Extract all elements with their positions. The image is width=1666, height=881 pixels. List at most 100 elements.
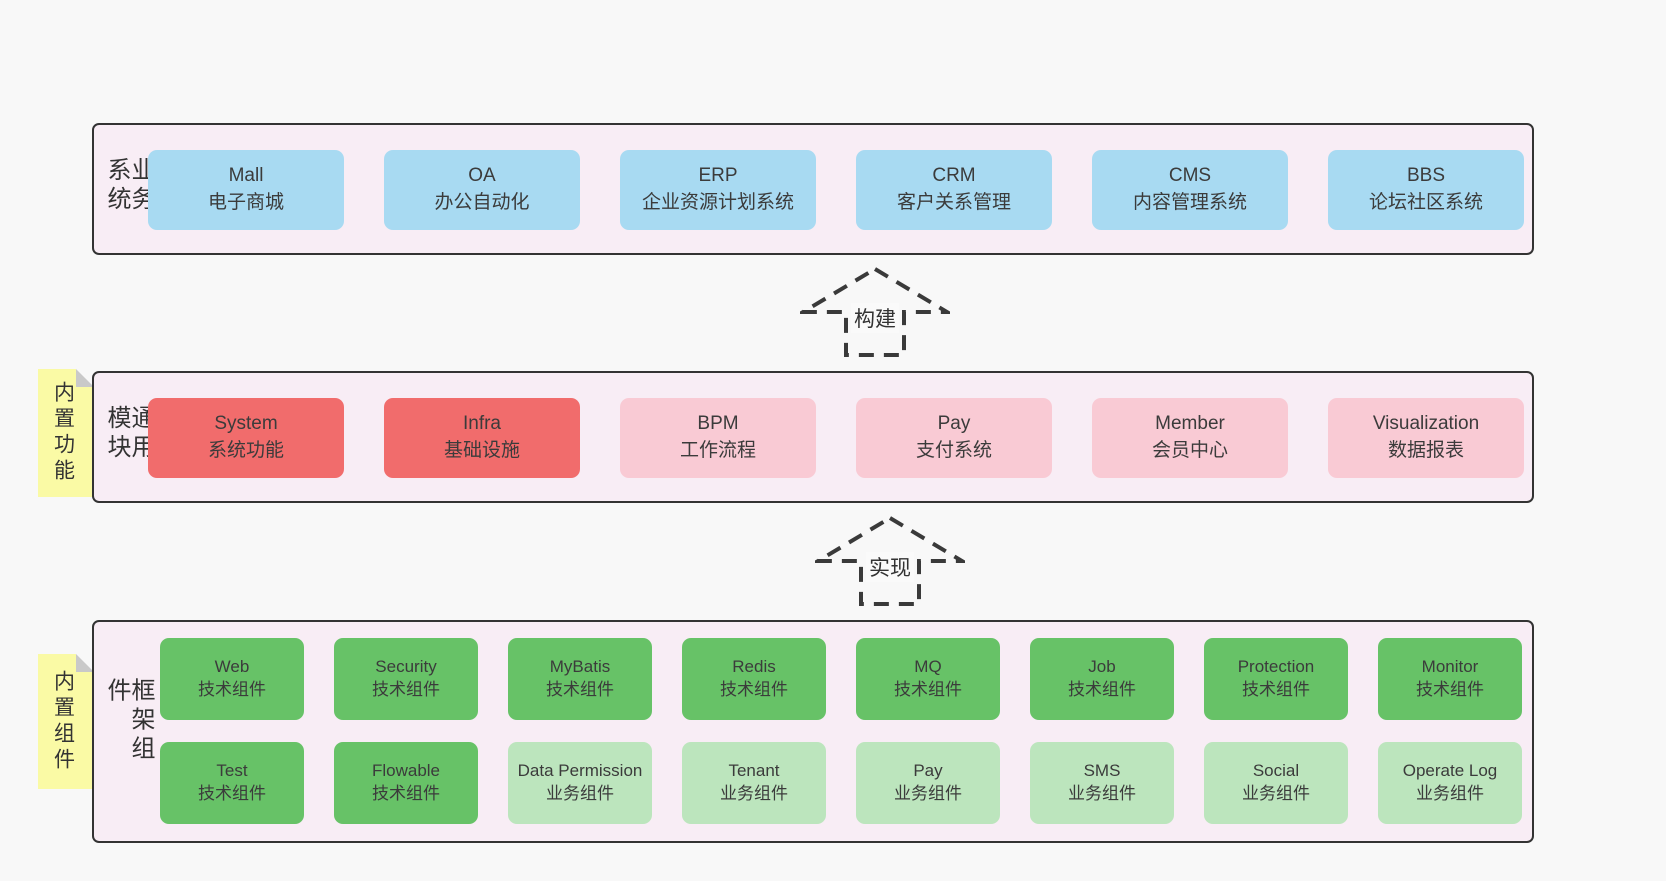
box-mq: MQ 技术组件 (856, 638, 1000, 720)
box-sms: SMS 业务组件 (1030, 742, 1174, 824)
box-subtitle: 技术组件 (198, 680, 266, 699)
box-title: Pay (937, 413, 971, 435)
box-subtitle: 技术组件 (1416, 680, 1484, 699)
box-system: System 系统功能 (148, 398, 344, 478)
box-subtitle: 业务组件 (720, 784, 788, 803)
arrow-label: 实现 (866, 552, 914, 583)
box-infra: Infra 基础设施 (384, 398, 580, 478)
box-subtitle: 业务组件 (1068, 784, 1136, 803)
box-visualization: Visualization 数据报表 (1328, 398, 1524, 478)
box-title: MQ (914, 657, 942, 677)
box-tenant: Tenant 业务组件 (682, 742, 826, 824)
box-redis: Redis 技术组件 (682, 638, 826, 720)
box-subtitle: 业务组件 (894, 784, 962, 803)
note-text: 内置功能 (51, 381, 75, 485)
box-title: Job (1088, 657, 1116, 677)
note-fold-icon (76, 654, 94, 672)
box-title: Infra (462, 413, 502, 435)
box-subtitle: 业务组件 (1242, 784, 1310, 803)
box-web: Web 技术组件 (160, 638, 304, 720)
sticky-note-builtin-components: 内置组件 (38, 654, 94, 789)
box-title: Tenant (728, 761, 780, 781)
box-subtitle: 企业资源计划系统 (641, 192, 794, 213)
box-mybatis: MyBatis 技术组件 (508, 638, 652, 720)
box-title: Data Permission (517, 761, 643, 781)
box-title: Operate Log (1402, 761, 1498, 781)
box-title: Member (1155, 413, 1225, 435)
box-security: Security 技术组件 (334, 638, 478, 720)
section-label: 通用模块 (103, 405, 154, 463)
box-subtitle: 技术组件 (1068, 680, 1136, 699)
box-title: CRM (932, 165, 976, 187)
box-subtitle: 系统功能 (207, 440, 284, 461)
box-title: OA (468, 165, 496, 187)
box-data-permission: Data Permission 业务组件 (508, 742, 652, 824)
box-test: Test 技术组件 (160, 742, 304, 824)
box-title: BPM (697, 413, 739, 435)
box-title: Social (1252, 761, 1300, 781)
box-social: Social 业务组件 (1204, 742, 1348, 824)
box-title: CMS (1168, 165, 1212, 187)
box-bbs: BBS 论坛社区系统 (1328, 150, 1524, 230)
box-subtitle: 数据报表 (1387, 440, 1464, 461)
dashed-up-arrow-icon (815, 515, 965, 606)
box-title: Redis (732, 657, 776, 677)
dashed-up-arrow-icon (800, 266, 950, 357)
box-subtitle: 办公自动化 (434, 192, 530, 213)
arrow-label: 构建 (851, 303, 899, 334)
box-title: ERP (698, 165, 738, 187)
box-subtitle: 技术组件 (198, 784, 266, 803)
box-erp: ERP 企业资源计划系统 (620, 150, 816, 230)
box-bpm: BPM 工作流程 (620, 398, 816, 478)
box-protection: Protection 技术组件 (1204, 638, 1348, 720)
box-subtitle: 技术组件 (372, 680, 440, 699)
box-title: SMS (1083, 761, 1121, 781)
box-pay: Pay 支付系统 (856, 398, 1052, 478)
box-subtitle: 支付系统 (915, 440, 992, 461)
arrow-up-implement: 实现 (815, 513, 965, 608)
box-subtitle: 会员中心 (1151, 440, 1228, 461)
box-subtitle: 技术组件 (546, 680, 614, 699)
box-mall: Mall 电子商城 (148, 150, 344, 230)
box-title: Web (214, 657, 250, 677)
box-title: BBS (1406, 165, 1446, 187)
box-subtitle: 工作流程 (679, 440, 756, 461)
box-title: Flowable (371, 761, 441, 781)
box-operate-log: Operate Log 业务组件 (1378, 742, 1522, 824)
box-monitor: Monitor 技术组件 (1378, 638, 1522, 720)
box-title: Protection (1237, 657, 1315, 677)
box-subtitle: 论坛社区系统 (1368, 192, 1483, 213)
box-title: Test (216, 761, 248, 781)
section-label: 业务系统 (103, 157, 154, 215)
box-subtitle: 技术组件 (372, 784, 440, 803)
section-business-systems: 业务系统 Mall 电子商城 OA 办公自动化 ERP 企业资源计划系统 CRM… (92, 123, 1534, 255)
note-fold-icon (76, 369, 94, 387)
box-title: Security (375, 657, 437, 677)
box-title: Visualization (1372, 413, 1480, 435)
box-cms: CMS 内容管理系统 (1092, 150, 1288, 230)
arrow-up-build: 构建 (800, 264, 950, 359)
box-subtitle: 电子商城 (207, 192, 284, 213)
sticky-note-builtin-features: 内置功能 (38, 369, 94, 497)
box-subtitle: 基础设施 (443, 440, 520, 461)
box-title: Pay (913, 761, 943, 781)
box-subtitle: 技术组件 (720, 680, 788, 699)
section-label: 框架组件 (103, 676, 154, 764)
box-flowable: Flowable 技术组件 (334, 742, 478, 824)
box-job: Job 技术组件 (1030, 638, 1174, 720)
box-title: Monitor (1421, 657, 1479, 677)
box-subtitle: 客户关系管理 (896, 192, 1011, 213)
box-title: Mall (228, 165, 264, 187)
box-oa: OA 办公自动化 (384, 150, 580, 230)
section-common-modules: 通用模块 System 系统功能 Infra 基础设施 BPM 工作流程 Pay… (92, 371, 1534, 503)
box-member: Member 会员中心 (1092, 398, 1288, 478)
box-pay-component: Pay 业务组件 (856, 742, 1000, 824)
box-subtitle: 技术组件 (1242, 680, 1310, 699)
box-subtitle: 业务组件 (1416, 784, 1484, 803)
box-subtitle: 内容管理系统 (1132, 192, 1247, 213)
box-subtitle: 技术组件 (894, 680, 962, 699)
box-subtitle: 业务组件 (546, 784, 614, 803)
note-text: 内置组件 (51, 669, 75, 774)
box-title: MyBatis (549, 657, 611, 677)
